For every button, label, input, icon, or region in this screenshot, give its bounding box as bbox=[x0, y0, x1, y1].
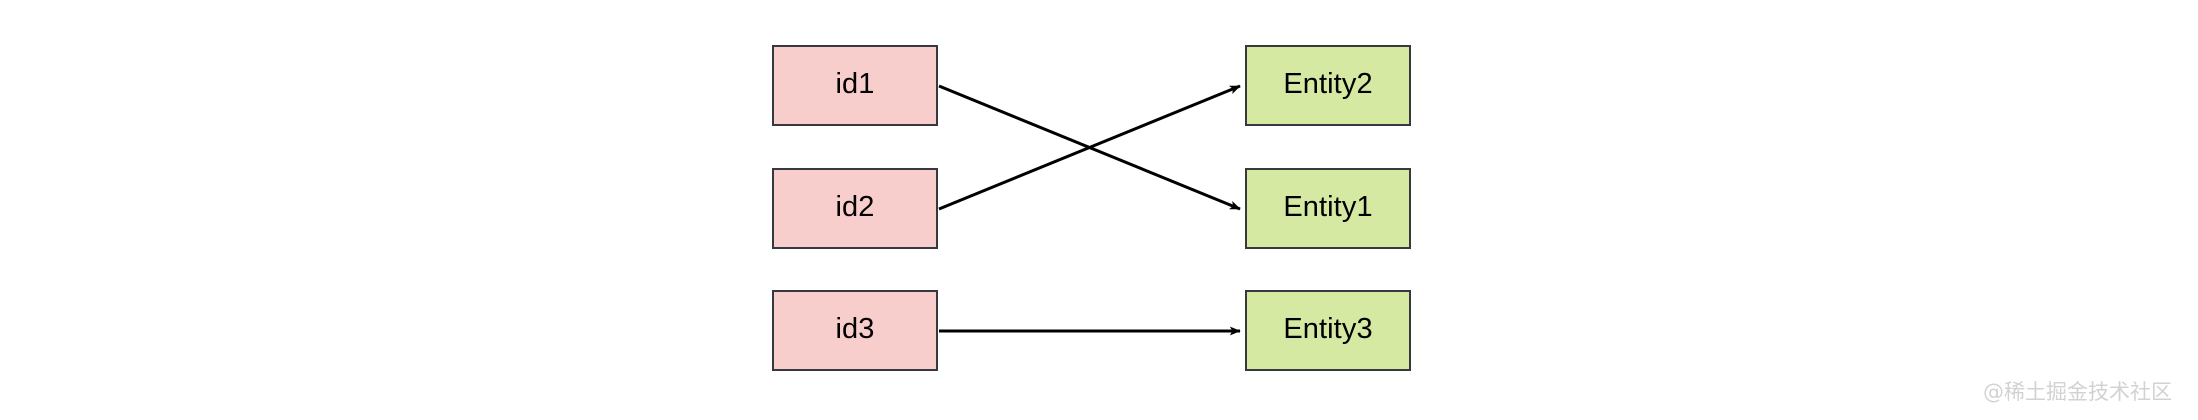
watermark: @稀土掘金技术社区 bbox=[1983, 380, 2172, 404]
node-entity3[interactable]: Entity3 bbox=[1245, 290, 1411, 371]
node-id3[interactable]: id3 bbox=[772, 290, 938, 371]
edge-id1-to-entity1 bbox=[938, 84, 1241, 211]
node-label: id2 bbox=[835, 191, 875, 223]
node-label: Entity3 bbox=[1283, 313, 1373, 345]
node-label: Entity2 bbox=[1283, 68, 1373, 100]
node-entity1[interactable]: Entity1 bbox=[1245, 168, 1411, 249]
node-label: id3 bbox=[835, 313, 875, 345]
node-id2[interactable]: id2 bbox=[772, 168, 938, 249]
node-entity2[interactable]: Entity2 bbox=[1245, 45, 1411, 126]
node-id1[interactable]: id1 bbox=[772, 45, 938, 126]
node-label: id1 bbox=[835, 68, 875, 100]
edge-id2-to-entity2 bbox=[938, 84, 1241, 211]
node-label: Entity1 bbox=[1283, 191, 1373, 223]
